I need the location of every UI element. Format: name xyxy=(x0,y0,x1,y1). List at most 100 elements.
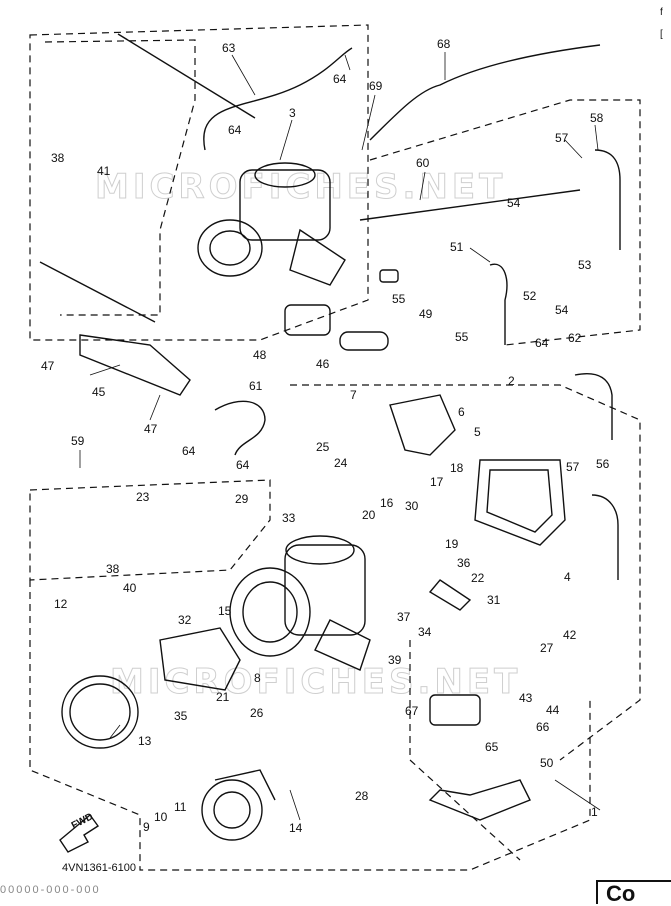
callout: 16 xyxy=(380,496,394,510)
callout: 33 xyxy=(282,511,296,525)
callout: 64 xyxy=(182,444,196,458)
callout: 30 xyxy=(405,499,419,513)
callout: 61 xyxy=(249,379,263,393)
callout: 34 xyxy=(418,625,432,639)
corner-mark: f xyxy=(660,7,663,18)
right-upper-boundary xyxy=(369,99,641,346)
callout: 57 xyxy=(566,460,580,474)
callout: 59 xyxy=(71,434,85,448)
lower-long-rod xyxy=(39,261,156,323)
callout: 40 xyxy=(123,581,137,595)
corner-mark: [ xyxy=(660,29,663,40)
callout: 9 xyxy=(143,820,150,834)
lower-right-boundary xyxy=(409,640,521,861)
callout: 50 xyxy=(540,756,554,770)
hose-62 xyxy=(574,373,613,440)
hose-51 xyxy=(489,263,508,345)
callout: 2 xyxy=(508,374,515,388)
callout: 21 xyxy=(216,690,230,704)
callout: 46 xyxy=(316,357,330,371)
callout: 23 xyxy=(136,490,150,504)
callout: 42 xyxy=(563,628,577,642)
corner-tab[interactable]: Co xyxy=(596,880,671,906)
watermark-lower: MICROFICHES.NET xyxy=(110,662,521,702)
hose-58 xyxy=(594,149,621,250)
callout: 69 xyxy=(369,79,383,93)
callout: 55 xyxy=(392,292,406,306)
lower-carburetor xyxy=(229,535,371,671)
watermark-upper: MICROFICHES.NET xyxy=(95,167,506,207)
callout: 68 xyxy=(437,37,451,51)
callout: 62 xyxy=(568,331,582,345)
bracket-1 xyxy=(428,779,531,821)
callout: 4 xyxy=(564,570,571,584)
bracket-45 xyxy=(79,334,191,396)
inner-upper-boundary xyxy=(44,39,196,316)
lever-22 xyxy=(428,579,472,611)
callout: 36 xyxy=(457,556,471,570)
holder-48 xyxy=(284,304,331,336)
leader-lines xyxy=(79,52,601,821)
callout: 7 xyxy=(350,388,357,402)
lower-assembly-boundary xyxy=(29,479,271,581)
main-body-boundary xyxy=(29,580,591,871)
callout: 58 xyxy=(590,111,604,125)
callout: 56 xyxy=(596,457,610,471)
callout: 54 xyxy=(555,303,569,317)
pipe-46 xyxy=(339,331,389,351)
callout: 20 xyxy=(362,508,376,522)
callout: 5 xyxy=(474,425,481,439)
callout: 55 xyxy=(455,330,469,344)
callout: 60 xyxy=(416,156,430,170)
callout: 64 xyxy=(236,458,250,472)
diaphragm-cover xyxy=(61,675,139,749)
callout: 32 xyxy=(178,613,192,627)
callout: 25 xyxy=(316,440,330,454)
upper-long-rod xyxy=(117,33,256,119)
plate-6 xyxy=(389,394,456,456)
callout: 66 xyxy=(536,720,550,734)
hose-61 xyxy=(214,400,266,456)
callout: 43 xyxy=(519,691,533,705)
forward-arrow-icon xyxy=(59,813,100,853)
float-bowl-boundary xyxy=(290,384,641,761)
callout: 52 xyxy=(523,289,537,303)
hose-56 xyxy=(591,494,619,580)
callout: 39 xyxy=(388,653,402,667)
cable-rod xyxy=(359,189,581,221)
callout: 11 xyxy=(174,800,187,814)
callout: 45 xyxy=(92,385,106,399)
callout: 38 xyxy=(106,562,120,576)
callout: 47 xyxy=(144,422,158,436)
callout: 53 xyxy=(578,258,592,272)
callout: 8 xyxy=(254,671,261,685)
hose-68 xyxy=(369,44,601,141)
callout: 24 xyxy=(334,456,348,470)
callout: 29 xyxy=(235,492,249,506)
callout: 18 xyxy=(450,461,464,475)
callout: 64 xyxy=(228,123,242,137)
chamber-21 xyxy=(159,627,241,691)
callout: 1 xyxy=(591,805,598,819)
callout: 6 xyxy=(458,405,465,419)
upper-carburetor xyxy=(197,162,399,286)
callout: 27 xyxy=(540,641,554,655)
callout: 51 xyxy=(450,240,464,254)
sensor-65 xyxy=(429,694,481,726)
callout: 47 xyxy=(41,359,55,373)
float-bowl xyxy=(474,459,566,546)
callout: 65 xyxy=(485,740,499,754)
callout: 37 xyxy=(397,610,411,624)
callout: 17 xyxy=(430,475,444,489)
callout: 31 xyxy=(487,593,501,607)
callout: 64 xyxy=(535,336,549,350)
callout: 22 xyxy=(471,571,485,585)
callout: 44 xyxy=(546,703,560,717)
callout: 63 xyxy=(222,41,236,55)
callout: 38 xyxy=(51,151,65,165)
callout-numbers: 63 64 68 69 3 64 38 41 57 58 60 54 51 53… xyxy=(41,37,610,835)
hose-63 xyxy=(203,47,353,151)
callout: 67 xyxy=(405,704,419,718)
callout: 19 xyxy=(445,537,459,551)
